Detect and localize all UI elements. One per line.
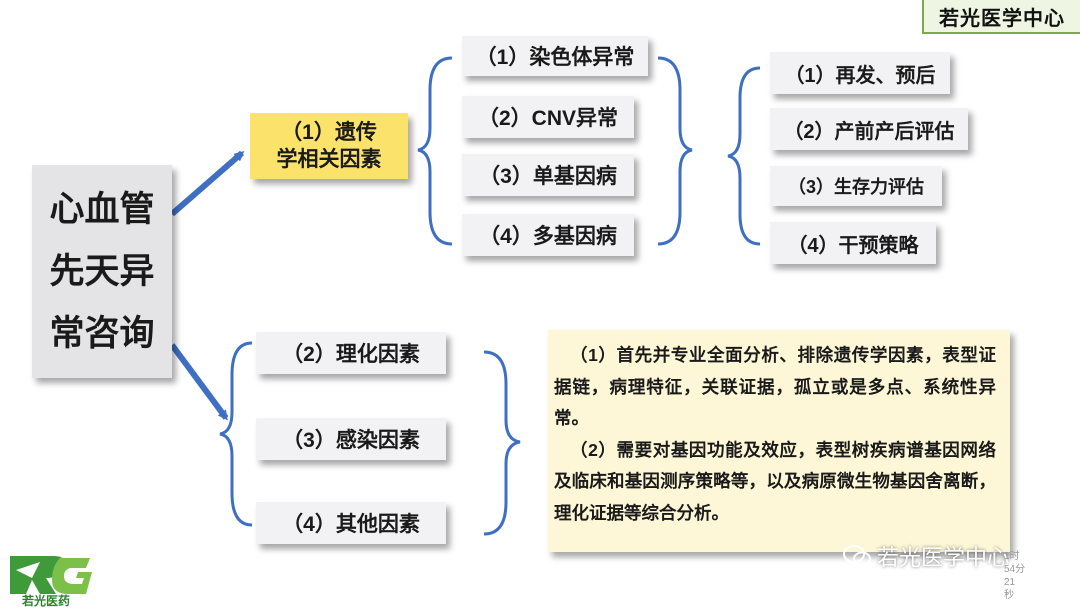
analysis-point-2: （2）需要对基因功能及效应，表型树疾病谱基因网络及临床和基因测序策略等，以及病原… — [554, 439, 996, 523]
video-timestamp: 1时 54分21 秒 — [1004, 550, 1032, 602]
factor-other: （4）其他因素 — [256, 502, 446, 544]
company-logo: 若光医药 — [2, 548, 94, 608]
arrow-to-genetic — [170, 150, 245, 217]
outcome-intervention-strategy: （4）干预策略 — [770, 222, 936, 264]
brace-factors-open — [219, 341, 253, 527]
analysis-detail-box: （1）首先并专业全面分析、排除遗传学因素，表型证据链，病理特征，关联证据，孤立或… — [548, 330, 1010, 552]
wechat-icon — [843, 545, 871, 567]
timestamp-minutes: 54分21 — [1004, 564, 1026, 588]
timestamp-hours: 1时 — [1004, 551, 1020, 562]
arrow-to-other-factors — [169, 343, 229, 421]
sub-cnv-abnormality: （2）CNV异常 — [462, 96, 634, 138]
outcome-viability-assessment: （3）生存力评估 — [770, 166, 942, 206]
brace-genetic-open — [417, 56, 453, 246]
watermark: 若光医学中心 — [843, 540, 1009, 572]
outcome-pre-postnatal-assessment: （2）产前产后评估 — [770, 108, 968, 150]
timestamp-seconds: 秒 — [1004, 590, 1014, 601]
sub-polygenic-disease: （4）多基因病 — [462, 214, 634, 256]
brace-factors-close — [483, 350, 521, 536]
analysis-point-1: （1）首先并专业全面分析、排除遗传学因素，表型证据链，病理特征，关联证据，孤立或… — [554, 345, 996, 428]
factor-infection: （3）感染因素 — [256, 418, 446, 460]
logo-mark — [10, 556, 92, 594]
brand-label: 若光医学中心 — [922, 0, 1080, 34]
main-topic-box: 心血管 先天异 常咨询 — [32, 165, 172, 378]
brace-outcomes-open — [727, 66, 761, 246]
genetic-factors-box: （1）遗传 学相关因素 — [250, 113, 408, 179]
sub-monogenic-disease: （3）单基因病 — [462, 154, 634, 196]
outcome-recurrence-prognosis: （1）再发、预后 — [770, 52, 950, 94]
sub-chromosome-abnormality: （1）染色体异常 — [462, 36, 648, 76]
brace-genetic-close — [657, 56, 693, 246]
logo-text: 若光医药 — [22, 594, 71, 608]
watermark-text: 若光医学中心 — [877, 545, 1010, 570]
factor-physicochemical: （2）理化因素 — [256, 332, 446, 374]
